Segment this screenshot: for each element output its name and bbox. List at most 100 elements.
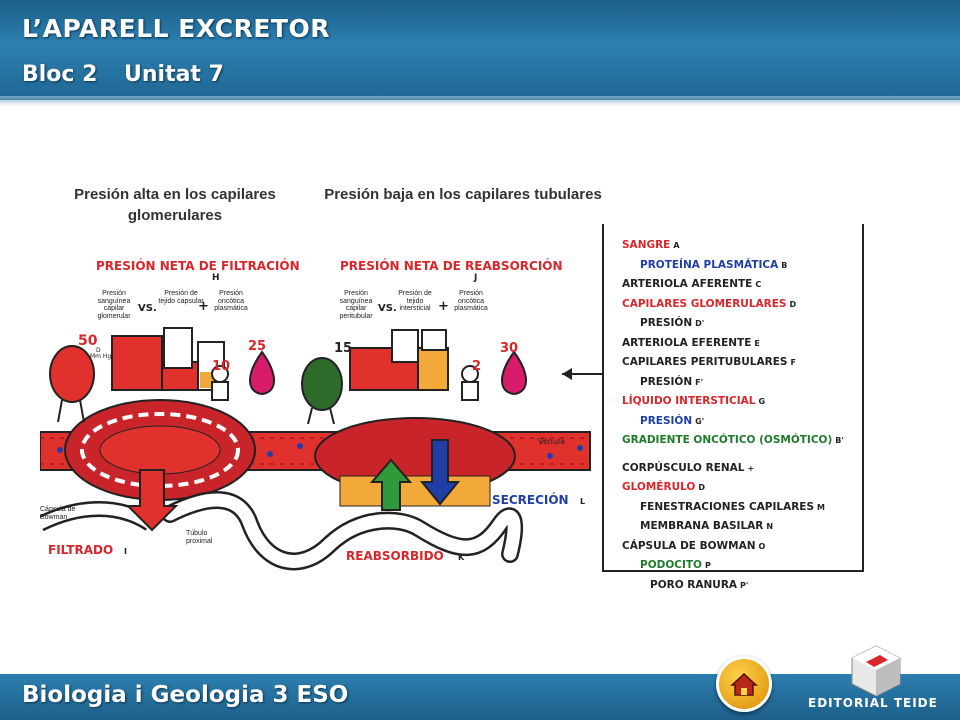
legend-item-letter: C xyxy=(755,280,762,289)
legend-item-text: MEMBRANA BASILAR xyxy=(640,520,764,532)
value-25: 25 xyxy=(248,339,267,354)
legend-item-letter: A xyxy=(673,241,680,250)
publisher-name: EDITORIAL TEIDE xyxy=(808,696,938,710)
unit-label: Unitat 7 xyxy=(124,62,224,87)
legend-item: GRADIENTE ONCÓTICO (OSMÓTICO)B' xyxy=(622,431,862,451)
filtration-beakers xyxy=(111,327,225,391)
label-d: D xyxy=(96,347,101,354)
legend-item-text: ARTERIOLA EFERENTE xyxy=(622,336,752,349)
secretion-arrow xyxy=(419,439,461,506)
units-mmhg: Mm Hg xyxy=(90,353,112,360)
left-eq-capillary-pressure: Presión sanguínea capilar glomerular xyxy=(97,290,131,321)
legend-item-letter: D' xyxy=(695,319,705,328)
legend-item-text: ARTERIOLA AFERENTE xyxy=(622,278,753,290)
label-capsula: Cápsula de Bowman xyxy=(40,506,76,521)
reabsorption-letter: J xyxy=(474,273,478,283)
label-reabsorbido-letter: K xyxy=(458,553,465,562)
legend-item-letter: B' xyxy=(835,436,844,445)
oncotic-drop-right xyxy=(501,350,527,396)
right-eq-oncotic-pressure: Presión oncótica plasmática xyxy=(454,290,488,313)
legend-item-text: PRESIÓN xyxy=(640,317,693,329)
label-filtrado: FILTRADO xyxy=(48,543,114,557)
legend-item-letter: G xyxy=(758,397,766,406)
value-10: 10 xyxy=(212,359,231,374)
legend-item-letter: D xyxy=(789,299,797,309)
legend-item-letter: B xyxy=(781,260,788,270)
left-eq-plus: + xyxy=(198,299,209,314)
legend-item-letter: F' xyxy=(695,377,704,387)
legend-item-text: CORPÚSCULO RENAL xyxy=(622,461,745,474)
left-eq-tissue-pressure: Presión de tejido capsular xyxy=(158,290,204,305)
oncotic-drop-left xyxy=(249,350,275,396)
legend-item-text: FENESTRACIONES CAPILARES xyxy=(640,500,815,513)
legend-item-letter: M xyxy=(817,502,825,512)
teide-logo-icon xyxy=(851,645,901,697)
header-banner: L’APARELL EXCRETOR Bloc 2 Unitat 7 xyxy=(0,0,960,106)
subject-label: Biologia i Geologia 3 ESO xyxy=(22,682,349,708)
label-tubulo: Túbulo proximal xyxy=(186,530,213,545)
heart-character-left xyxy=(49,345,95,423)
nephron-pressure-diagram: PRESIÓN NETA DE FILTRACIÓN PRESIÓN NETA … xyxy=(40,224,914,602)
legend-item-letter: O xyxy=(758,541,766,551)
reabsorption-title: PRESIÓN NETA DE REABSORCIÓN xyxy=(340,259,563,273)
page-title: L’APARELL EXCRETOR xyxy=(22,14,330,43)
caption-high-pressure: Presión alta en los capilares glomerular… xyxy=(74,186,276,224)
footer-banner: Biologia i Geologia 3 ESO xyxy=(0,674,960,720)
legend-item-letter: N xyxy=(766,522,774,531)
tissue-character-right xyxy=(461,365,479,401)
legend-item-letter: P' xyxy=(740,580,749,590)
label-venula: Vénula xyxy=(538,437,566,446)
right-eq-tissue-pressure: Presión de tejido intersticial xyxy=(398,290,432,313)
left-eq-oncotic-pressure: Presión oncótica plasmática xyxy=(214,290,248,313)
label-secrecion: SECRECIÓN xyxy=(492,493,569,507)
legend-item-letter: G' xyxy=(695,416,705,426)
legend-item-text: CAPILARES GLOMERULARES xyxy=(622,297,787,310)
legend-item-text: GRADIENTE ONCÓTICO (OSMÓTICO) xyxy=(622,434,833,446)
legend-item-letter: F xyxy=(790,358,796,367)
filtration-letter: H xyxy=(212,273,220,283)
filtration-title: PRESIÓN NETA DE FILTRACIÓN xyxy=(96,259,300,273)
legend-item-letter: E xyxy=(754,338,760,348)
legend-item-text: SANGRE xyxy=(622,239,671,251)
value-50: 50 xyxy=(78,333,98,349)
left-eq-vs: VS. xyxy=(138,303,157,314)
caption-low-pressure: Presión baja en los capilares tubulares xyxy=(324,186,602,203)
legend-item-text: CÁPSULA DE BOWMAN xyxy=(622,539,756,552)
legend-item-text: CAPILARES PERITUBULARES xyxy=(622,356,788,368)
legend-item-letter: P xyxy=(704,561,711,570)
right-eq-capillary-pressure: Presión sanguínea capilar peritubular xyxy=(339,290,373,321)
legend-item-text: PRESIÓN xyxy=(640,414,693,427)
legend-box xyxy=(602,224,864,572)
reabsorption-arrow xyxy=(369,458,413,511)
legend-item: CORPÚSCULO RENAL+ xyxy=(622,459,862,479)
home-icon[interactable] xyxy=(716,656,772,712)
legend-item-text: PODOCITO xyxy=(640,559,702,571)
heart-character-right xyxy=(301,357,343,425)
diagram-drawing xyxy=(40,327,602,571)
legend-item-text: GLOMÉRULO xyxy=(622,481,696,493)
label-filtrado-letter: I xyxy=(124,547,127,556)
label-reabsorbido: REABSORBIDO xyxy=(346,549,444,563)
bloc-label: Bloc 2 xyxy=(22,62,98,87)
value-30: 30 xyxy=(500,341,519,356)
legend-item-text: PROTEÍNA PLASMÁTICA xyxy=(640,258,779,271)
value-2: 2 xyxy=(472,359,482,374)
legend-item-letter: D xyxy=(698,483,705,492)
right-eq-plus: + xyxy=(438,299,449,314)
legend-item-text: PORO RANURA xyxy=(650,578,738,591)
legend-item-text: PRESIÓN xyxy=(640,375,693,388)
reabsorption-beakers xyxy=(349,329,449,391)
